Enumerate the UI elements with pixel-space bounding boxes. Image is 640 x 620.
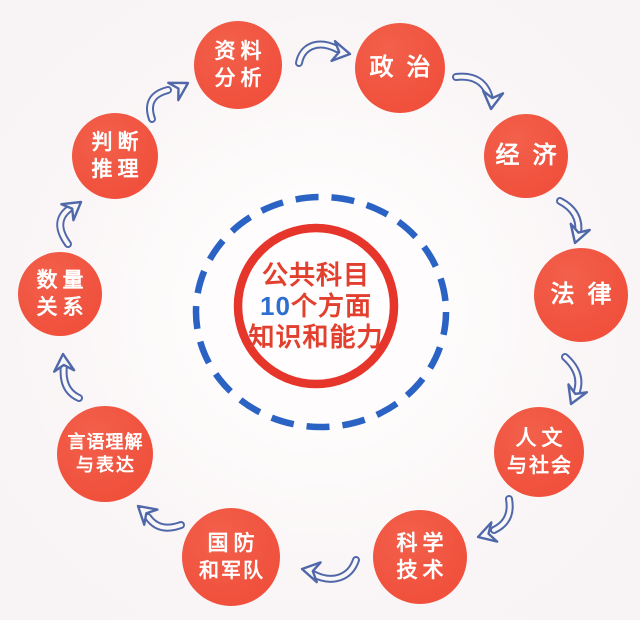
center-line2: 10个方面 [231, 291, 401, 322]
arrow-body-fill [558, 199, 581, 235]
arrow-defense-military-to-language-comprehension-icon [136, 504, 185, 532]
arrow-law-to-humanities-society-icon [561, 353, 589, 406]
node-label-line: 和军队 [199, 559, 265, 582]
arrow-language-comprehension-to-quantitative-relations-icon [53, 352, 83, 402]
node-label-line: 关系 [36, 296, 89, 319]
arrow-head [60, 200, 83, 222]
arrow-body-fill [146, 515, 183, 530]
arrow-economics-to-law-icon [556, 197, 591, 245]
arrow-science-technology-to-defense-military-icon [300, 556, 360, 584]
node-label-line: 法律 [550, 281, 625, 309]
node-data-analysis: 资料 分析 [194, 21, 282, 109]
center-line2-rest: 个方面 [290, 291, 372, 321]
node-label-line: 经济 [495, 142, 570, 170]
arrow-head [53, 352, 76, 373]
node-humanities-society: 人文 与社会 [494, 407, 584, 497]
node-economics: 经济 [484, 114, 568, 198]
node-science-technology: 科学 技术 [373, 510, 467, 604]
arrow-body-fill [311, 558, 358, 581]
center-count: 10 [260, 291, 291, 321]
arrow-head [481, 89, 505, 111]
node-label-line: 人文 [515, 427, 568, 451]
arrow-head [567, 383, 589, 406]
arrow-head [300, 561, 322, 584]
arrow-body-fill [58, 207, 71, 246]
node-politics: 政治 [355, 23, 445, 113]
center-label: 公共科目 10个方面 知识和能力 [231, 260, 401, 353]
arrow-head [476, 521, 499, 543]
node-label-line: 与社会 [507, 454, 573, 477]
arrow-head [569, 222, 591, 245]
node-law: 法律 [534, 248, 628, 342]
node-label-line: 国防 [207, 532, 260, 556]
arrow-head [330, 39, 352, 63]
node-label-line: 政治 [369, 54, 444, 82]
node-label-line: 资料 [214, 39, 267, 63]
node-quantitative-relations: 数量 关系 [18, 252, 102, 336]
node-label-line: 分析 [214, 67, 267, 90]
dashed-circle [192, 193, 450, 431]
arrow-quantitative-relations-to-judgment-reasoning-icon [56, 200, 83, 248]
center-line1: 公共科目 [261, 260, 370, 290]
arrow-head [136, 504, 159, 526]
arrow-humanities-society-to-science-technology-icon [476, 495, 514, 543]
arrow-body-fill [563, 355, 581, 396]
node-label-line: 科学 [396, 531, 449, 555]
arrow-body-fill [148, 88, 170, 121]
arrow-data-analysis-to-politics-icon [295, 39, 352, 67]
node-judgment-reasoning: 判断 推理 [72, 113, 158, 199]
arrow-body-fill [297, 42, 339, 65]
node-label-line: 判断 [91, 130, 144, 154]
node-label-line: 与表达 [76, 455, 136, 475]
node-label-line: 数量 [36, 268, 89, 292]
node-label-line: 推理 [91, 158, 144, 181]
node-defense-military: 国防 和军队 [182, 508, 280, 606]
arrow-body-fill [61, 363, 81, 400]
center-line3: 知识和能力 [248, 322, 384, 352]
arrow-head [167, 81, 190, 102]
arrow-judgment-reasoning-to-data-analysis-icon [146, 81, 190, 123]
arrow-politics-to-economics-icon [452, 72, 505, 111]
node-language-comprehension-expression: 言语理解 与表达 [57, 406, 153, 502]
center-ring [233, 223, 399, 389]
node-label-line: 技术 [396, 559, 449, 582]
arrow-body-fill [492, 497, 512, 532]
node-label-line: 言语理解 [67, 431, 144, 452]
